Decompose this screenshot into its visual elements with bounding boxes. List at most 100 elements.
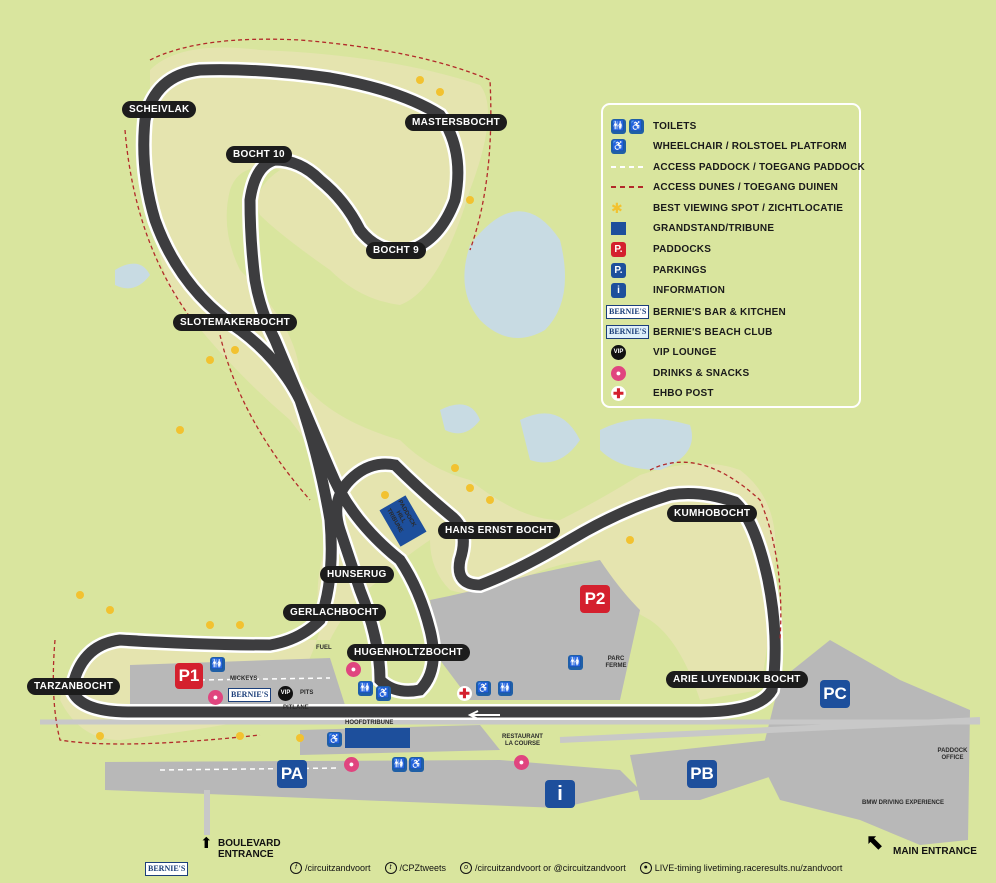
live-timing-link[interactable]: ●LIVE-timing livetiming.raceresults.nu/z… [639,862,843,874]
corner-label-bocht10: BOCHT 10 [226,146,292,163]
twitter-link[interactable]: t/CPZtweets [384,862,447,874]
bernies-beach-icon: BERNIE'S [145,862,189,876]
legend-information: i INFORMATION [611,281,725,299]
mickeys-label: MICKEYS [230,676,258,682]
toilet-icon: 🚻 [392,757,407,772]
twitter-text: /CPZtweets [399,863,447,873]
paddock-office-label: PADDOCK OFFICE [937,748,968,761]
live-timing-icon: ● [639,862,652,874]
paddock-icon: P. [611,241,626,257]
legend-wheelchair: ♿ WHEELCHAIR / ROLSTOEL PLATFORM [611,137,847,155]
corner-label-mastersbocht: MASTERSBOCHT [405,114,508,131]
boulevard-entrance-arrow-icon: ⬆ [200,835,213,852]
drinks-icon: ● [208,690,223,705]
toilet-icon: 🚻 [498,681,513,696]
paddock-access-path [159,677,341,771]
lake [520,413,580,463]
lake [115,263,150,289]
race-track [66,64,781,718]
vip-icon: VIP [611,344,626,360]
legend-ehbo-label: EHBO POST [653,387,714,399]
main-entrance-label: MAIN ENTRANCE [893,846,977,857]
corner-label-tarzanbocht: TARZANBOCHT [27,678,121,695]
paddock-dash-icon [611,166,647,168]
parking-pb-marker[interactable]: PB [687,760,717,788]
parking-area [760,640,970,845]
legend-access-paddock: ACCESS PADDOCK / TOEGANG PADDOCK [611,158,865,176]
wheelchair-icon: ♿ [476,681,491,696]
parc-ferme-label: PARC FERME [605,656,627,669]
legend-paddocks-label: PADDOCKS [653,243,712,255]
pits-label: PITS [300,690,314,696]
pitlane-label: PITLANE [283,705,309,711]
paddock-hill-tribune [379,495,427,547]
bernies-bar-icon: BERNIE'S [228,688,272,702]
legend-parkings-label: PARKINGS [653,264,707,276]
legend-information-label: INFORMATION [653,284,726,296]
facebook-link[interactable]: f/circuitzandvoort [290,862,371,874]
fuel-label: FUEL [316,645,332,651]
wheelchair-icon: ♿ [409,757,424,772]
legend-toilets-label: TOILETS [653,120,697,132]
legend-ehbo: ✚ EHBO POST [611,384,714,402]
facebook-text: /circuitzandvoort [305,863,371,873]
paddock-p2-marker[interactable]: P2 [580,585,610,613]
restaurant-label: RESTAURANT LA COURSE [502,734,543,747]
lake [464,211,565,338]
corner-label-arie-luyendijk-bocht: ARIE LUYENDIJK BOCHT [666,671,808,688]
information-marker[interactable]: i [545,780,575,808]
parking-area [105,760,640,808]
corner-label-hans-ernst-bocht: HANS ERNST BOCHT [438,522,561,539]
legend-bernies-bar: BERNIE'S BERNIE'S BAR & KITCHEN [606,303,786,321]
legend-grandstand-label: GRANDSTAND/TRIBUNE [653,222,775,234]
instagram-icon: o [460,862,473,874]
map-legend: 🚻♿ TOILETS ♿ WHEELCHAIR / ROLSTOEL PLATF… [601,103,865,408]
information-icon: i [611,282,626,298]
toilet-icon: 🚻 [358,681,373,696]
legend-grandstand: GRANDSTAND/TRIBUNE [611,219,774,237]
legend-bernies-beach: BERNIE'S BERNIE'S BEACH CLUB [606,323,773,341]
paddock-p1-marker[interactable]: P1 [175,663,203,689]
parking-pc-marker[interactable]: PC [820,680,850,708]
paddock-area [130,658,345,712]
parking-pa-marker[interactable]: PA [277,760,307,788]
wheelchair-icon: ♿ [376,686,391,701]
instagram-link[interactable]: o/circuitzandvoort or @circuitzandvoort [460,862,626,874]
boulevard-entrance-label: BOULEVARD ENTRANCE [218,838,281,860]
wheelchair-icon: ♿ [611,138,626,154]
bmw-label: BMW DRIVING EXPERIENCE [862,800,945,806]
bernies-beach-icon: BERNIE'S [606,325,650,339]
instagram-text: /circuitzandvoort or @circuitzandvoort [475,863,626,873]
legend-drinks-label: DRINKS & SNACKS [653,367,750,379]
drinks-icon: ● [514,755,529,770]
legend-vip-label: VIP LOUNGE [653,346,717,358]
legend-viewing: ✱ BEST VIEWING SPOT / ZICHTLOCATIE [611,199,843,217]
pitlane-arrow [467,710,500,720]
dunes-access-path [52,38,782,745]
corner-label-bocht9: BOCHT 9 [366,242,426,259]
drinks-icon: ● [611,365,626,381]
hoofdtribune [345,728,410,748]
drinks-icon: ● [344,757,359,772]
parking-icon: P. [611,262,626,278]
legend-toilets: 🚻♿ TOILETS [611,117,696,135]
legend-bernies-bar-label: BERNIE'S BAR & KITCHEN [653,306,786,318]
lake [600,418,692,470]
toilet-icon: 🚻 [568,655,583,670]
live-timing-text: LIVE-timing livetiming.raceresults.nu/za… [654,863,843,873]
corner-label-hunserug: HUNSERUG [320,566,394,583]
corner-label-gerlachbocht: GERLACHBOCHT [283,604,386,621]
lake [440,404,480,434]
viewing-spot-icon: ✱ [611,199,623,216]
dunes-dash-icon [611,186,647,188]
facebook-icon: f [290,862,302,874]
vip-icon: VIP [278,686,293,701]
ehbo-icon: ✚ [457,686,472,701]
road [559,717,981,743]
hoofdtribune-label: HOOFDTRIBUNE [345,720,394,726]
corner-label-scheivlak: SCHEIVLAK [122,101,197,118]
legend-access-dunes-label: ACCESS DUNES / TOEGANG DUINEN [653,181,839,193]
legend-access-paddock-label: ACCESS PADDOCK / TOEGANG PADDOCK [653,161,865,173]
